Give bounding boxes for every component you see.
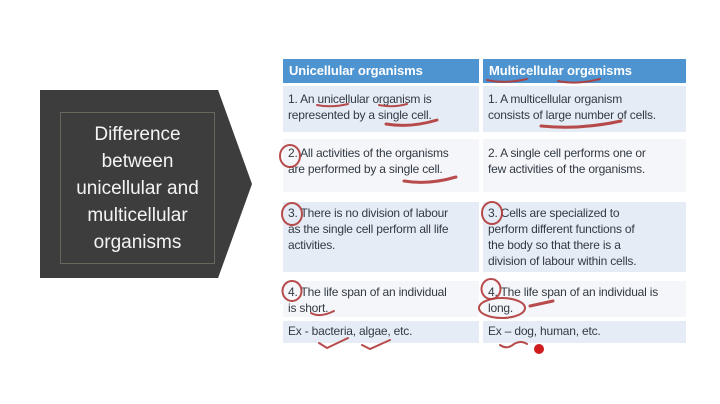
table-cell-3-right: 3. Cells are specialized to perform diff… (483, 202, 686, 272)
table-row-5: Ex - bacteria, algae, etc. Ex – dog, hum… (283, 321, 686, 343)
table-row-4: 4. The life span of an individual is sho… (283, 281, 686, 317)
table-cell-2-left: 2. All activities of the organisms are p… (283, 139, 479, 192)
table-row-3: 3. There is no division of labour as the… (283, 202, 686, 272)
table-row-1: 1. An unicellular organism is represente… (283, 86, 686, 132)
table-cell-5-left: Ex - bacteria, algae, etc. (283, 321, 479, 343)
pointer-dot (534, 344, 544, 354)
table-cell-1-left: 1. An unicellular organism is represente… (283, 86, 479, 132)
table-cell-3-left: 3. There is no division of labour as the… (283, 202, 479, 272)
table-cell-1-right: 1. A multicellular organism consists of … (483, 86, 686, 132)
title-arrow-shape: Difference between unicellular and multi… (40, 90, 252, 278)
table-header-unicellular: Unicellular organisms (283, 59, 479, 83)
table-cell-2-right: 2. A single cell performs one or few act… (483, 139, 686, 192)
slide-title: Difference between unicellular and multi… (76, 123, 199, 253)
table-row-2: 2. All activities of the organisms are p… (283, 139, 686, 192)
title-arrow-inner-border: Difference between unicellular and multi… (60, 112, 215, 264)
table-header-multicellular: Multicellular organisms (483, 59, 686, 83)
table-cell-4-right: 4. The life span of an individual is lon… (483, 281, 686, 317)
table-cell-5-right: Ex – dog, human, etc. (483, 321, 686, 343)
comparison-table: Unicellular organisms Multicellular orga… (283, 59, 686, 344)
table-cell-4-left: 4. The life span of an individual is sho… (283, 281, 479, 317)
